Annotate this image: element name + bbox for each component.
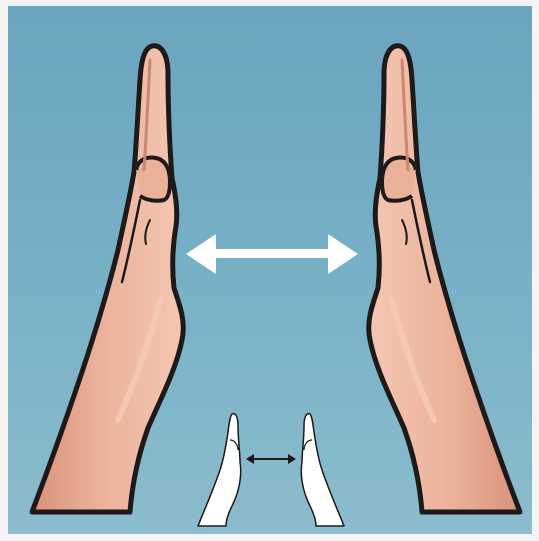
left-thumb xyxy=(136,158,170,201)
right-thumb xyxy=(382,158,416,201)
